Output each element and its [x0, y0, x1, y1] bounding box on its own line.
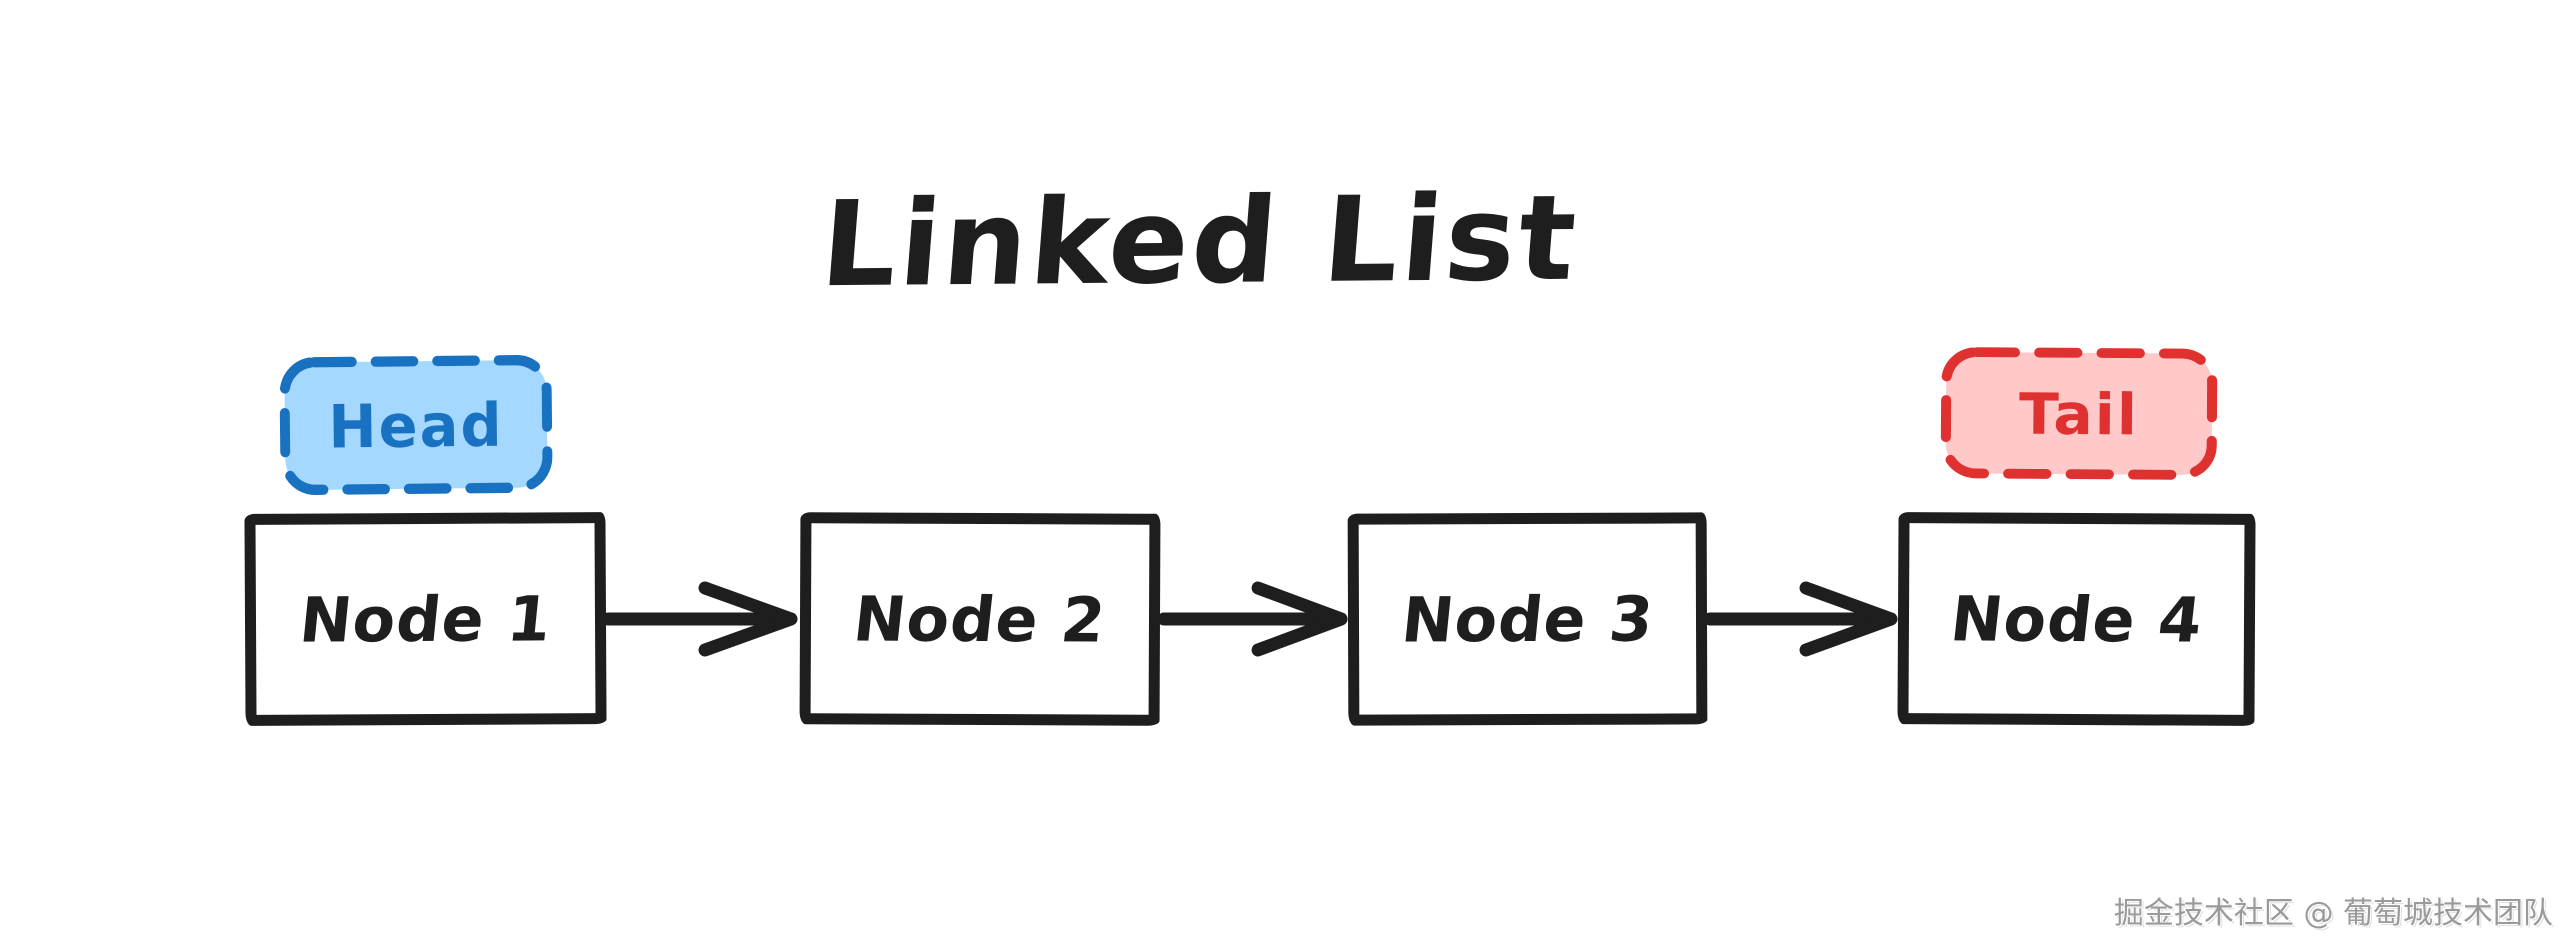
- tail-badge-outline: [1940, 347, 2218, 480]
- head-badge-outline: [279, 355, 553, 495]
- arrow-head: [1799, 581, 1898, 657]
- node-box-4: Node 4: [1897, 512, 2256, 726]
- node-label: Node 4: [1946, 581, 2207, 657]
- diagram-title: Linked List: [816, 168, 1584, 314]
- watermark: 掘金技术社区 @ 葡萄城技术团队: [2113, 896, 2553, 931]
- arrow-icon: [602, 581, 798, 657]
- node-box-2: Node 2: [799, 512, 1161, 726]
- node-box-1: Node 1: [244, 512, 607, 726]
- tail-badge-label: Tail: [2019, 381, 2139, 448]
- head-badge: Head: [279, 355, 553, 495]
- arrow-head: [698, 581, 798, 657]
- arrow-icon: [1158, 581, 1348, 657]
- head-badge-label: Head: [328, 391, 504, 462]
- tail-badge: Tail: [1940, 347, 2218, 480]
- arrow-head: [1251, 581, 1348, 657]
- node-label: Node 1: [296, 581, 555, 657]
- node-label: Node 2: [850, 581, 1110, 657]
- arrow-icon: [1704, 581, 1898, 657]
- node-box-3: Node 3: [1347, 512, 1708, 726]
- node-label: Node 3: [1397, 582, 1658, 656]
